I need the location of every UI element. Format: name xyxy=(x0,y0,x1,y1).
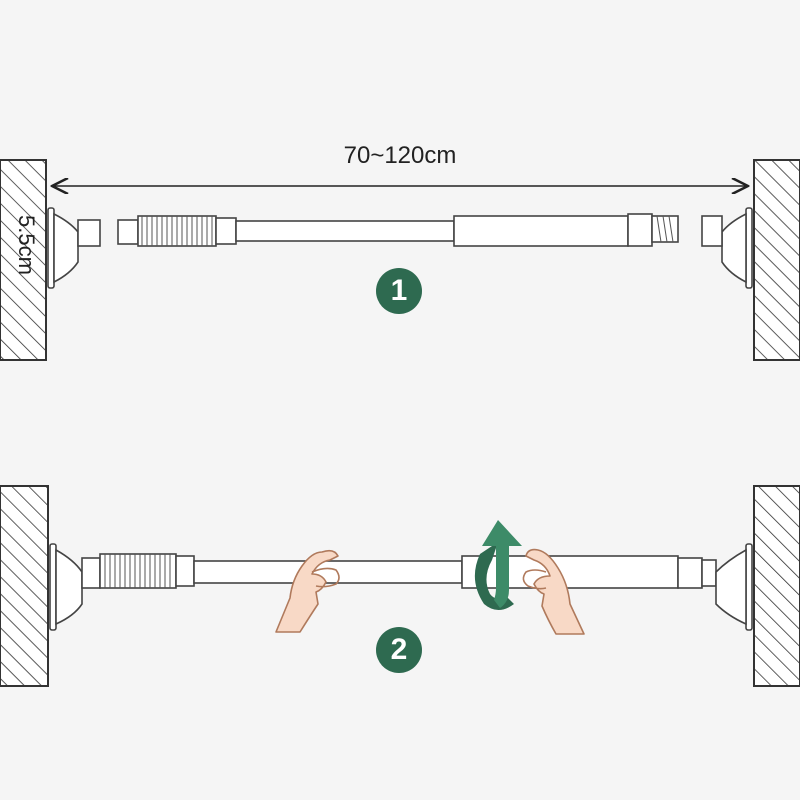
left-suction-cup-top xyxy=(47,207,101,289)
right-wall-top xyxy=(753,159,800,361)
top-scene xyxy=(0,159,800,361)
right-suction-cup-bottom xyxy=(715,543,753,631)
rod-bottom xyxy=(99,553,717,589)
left-wall-bottom xyxy=(0,485,49,687)
left-hand-icon xyxy=(275,549,340,633)
left-wall-top xyxy=(0,159,47,361)
left-suction-cup-bottom xyxy=(49,543,101,631)
right-hand-icon xyxy=(522,548,585,635)
depth-label: 5.5cm xyxy=(14,215,39,275)
right-suction-cup-top xyxy=(701,207,753,289)
rotate-arrow-icon xyxy=(474,520,522,610)
right-wall-bottom xyxy=(753,485,800,687)
bottom-scene xyxy=(0,485,800,687)
rod-top xyxy=(117,213,679,247)
step-1-badge: 1 xyxy=(376,268,422,314)
step-2-badge: 2 xyxy=(376,627,422,673)
span-label: 70~120cm xyxy=(343,142,457,169)
